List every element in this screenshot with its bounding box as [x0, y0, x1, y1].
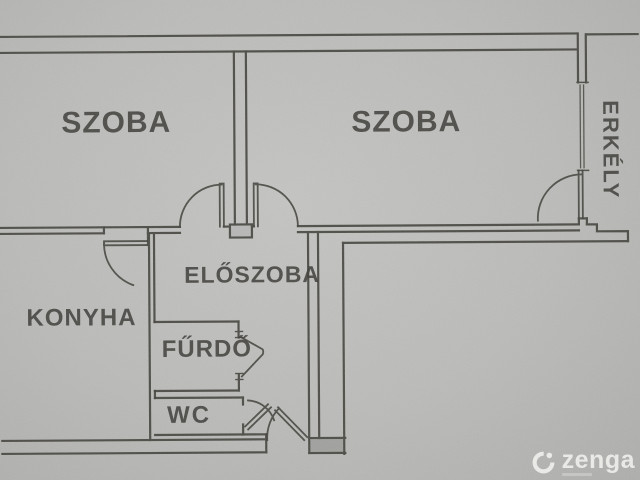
zenga-watermark: zenga: [531, 445, 635, 476]
balcony-window: [579, 84, 585, 169]
zenga-watermark-text: zenga: [561, 445, 635, 476]
room-label-szoba-left: SZOBA: [61, 105, 172, 140]
zenga-watermark-subtext: [561, 473, 592, 476]
zenga-logo-icon: [532, 451, 555, 474]
zenga-brand-label: zenga: [561, 445, 635, 474]
room-label-wc: WC: [166, 401, 212, 429]
room-label-furdo: FŰRDŐ: [161, 335, 253, 363]
room-label-szoba-right: SZOBA: [351, 105, 462, 139]
room-label-erkely: ERKÉLY: [598, 100, 624, 200]
walls-group: [0, 32, 640, 456]
room-label-eloszoba: ELŐSZOBA: [184, 261, 321, 288]
room-label-konyha: KONYHA: [26, 304, 137, 332]
